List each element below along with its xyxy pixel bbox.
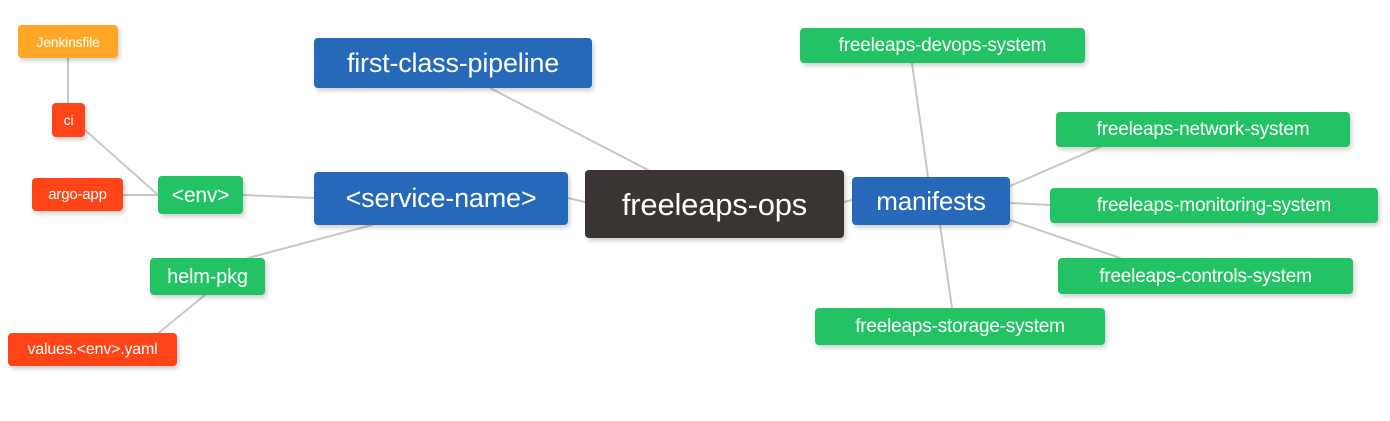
mindmap-node-freeleaps-storage-system[interactable]: freeleaps-storage-system bbox=[815, 308, 1105, 345]
mindmap-node-ci[interactable]: ci bbox=[52, 103, 85, 137]
mindmap-node-freeleaps-monitoring-system[interactable]: freeleaps-monitoring-system bbox=[1050, 188, 1378, 223]
mindmap-node-freeleaps-network-system[interactable]: freeleaps-network-system bbox=[1056, 112, 1350, 147]
mindmap-node-manifests[interactable]: manifests bbox=[852, 177, 1010, 225]
mindmap-node-freeleaps-ops[interactable]: freeleaps-ops bbox=[585, 170, 844, 238]
mindmap-edge bbox=[1009, 202, 1051, 206]
mindmap-node-values-env-yaml[interactable]: values.<env>.yaml bbox=[8, 333, 177, 366]
mindmap-node-jenkinsfile[interactable]: Jenkinsfile bbox=[18, 25, 118, 58]
mindmap-edge bbox=[911, 62, 929, 178]
mindmap-node-argo-app[interactable]: argo-app bbox=[32, 178, 123, 211]
mindmap-edge bbox=[1009, 146, 1101, 187]
mindmap-edge bbox=[939, 224, 953, 309]
mindmap-node-helm-pkg[interactable]: helm-pkg bbox=[150, 258, 265, 295]
mindmap-node-freeleaps-devops-system[interactable]: freeleaps-devops-system bbox=[800, 28, 1085, 63]
mindmap-node-freeleaps-controls-system[interactable]: freeleaps-controls-system bbox=[1058, 258, 1353, 294]
mindmap-edge bbox=[1009, 219, 1121, 259]
mindmap-edge bbox=[489, 87, 649, 171]
mindmap-edge bbox=[567, 197, 586, 203]
mindmap-edge bbox=[843, 199, 853, 203]
mindmap-edge bbox=[242, 194, 315, 199]
mindmap-node-first-class-pipeline[interactable]: first-class-pipeline bbox=[314, 38, 592, 88]
mindmap-node-env[interactable]: <env> bbox=[158, 176, 243, 214]
mindmap-edge bbox=[247, 224, 373, 259]
mindmap-node-service-name[interactable]: <service-name> bbox=[314, 172, 568, 225]
